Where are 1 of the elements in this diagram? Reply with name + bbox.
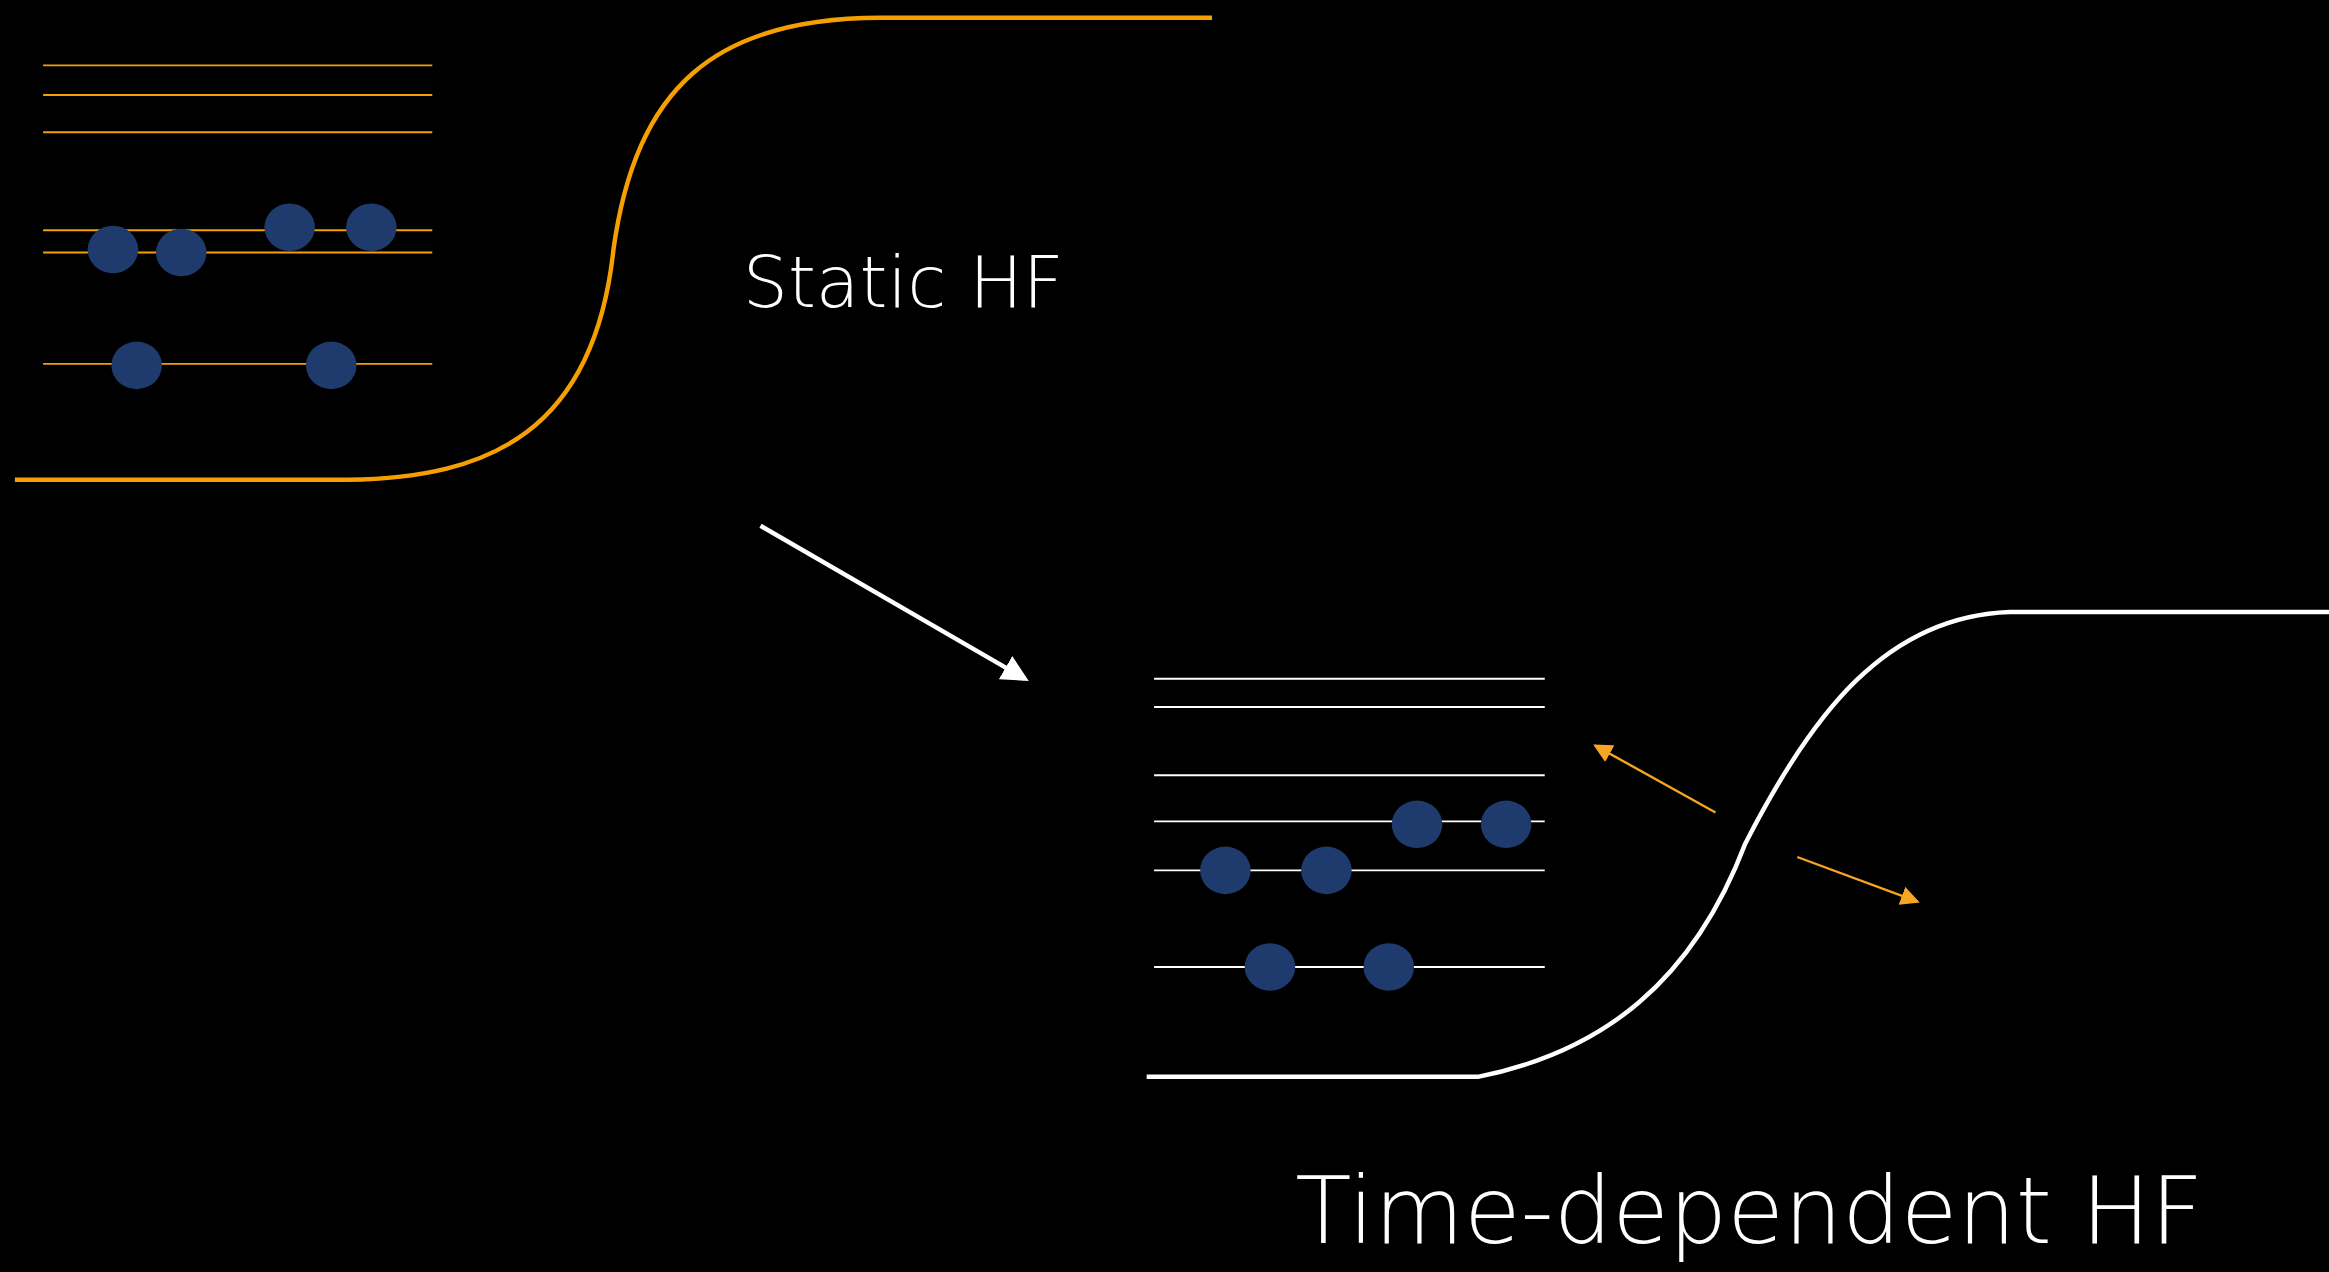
caption-text: Static HF bbox=[742, 246, 1064, 318]
